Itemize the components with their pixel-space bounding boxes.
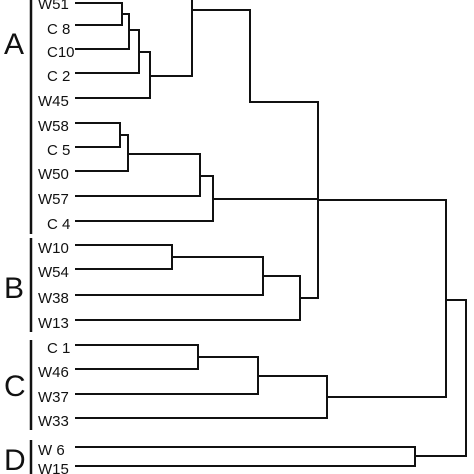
leaf-label-c1: C 1 <box>47 340 70 357</box>
leaf-label-w57: W57 <box>38 191 69 208</box>
leaf-label-w58: W58 <box>38 118 69 135</box>
leaf-label-c2: C 2 <box>47 68 70 85</box>
group-letter-a: A <box>4 28 24 61</box>
leaf-label-w51: W51 <box>38 0 69 13</box>
leaf-label-w6: W 6 <box>38 442 65 459</box>
leaf-label-w45: W45 <box>38 93 69 110</box>
leaf-label-w50: W50 <box>38 166 69 183</box>
dendrogram-branches <box>75 0 467 467</box>
leaf-label-c10: C10 <box>47 44 75 61</box>
leaf-label-c8: C 8 <box>47 21 70 38</box>
leaf-label-w38: W38 <box>38 290 69 307</box>
leaf-label-c4: C 4 <box>47 216 70 233</box>
leaf-label-w33: W33 <box>38 413 69 430</box>
group-letter-d: D <box>4 444 26 474</box>
leaf-label-w37: W37 <box>38 389 69 406</box>
group-letter-b: B <box>4 272 24 305</box>
leaf-label-w13: W13 <box>38 315 69 332</box>
leaf-label-w46: W46 <box>38 364 69 381</box>
group-letter-c: C <box>4 370 26 403</box>
leaf-label-w10: W10 <box>38 240 69 257</box>
leaf-label-w15: W15 <box>38 461 69 474</box>
leaf-label-c5: C 5 <box>47 142 70 159</box>
leaf-label-w54: W54 <box>38 264 69 281</box>
